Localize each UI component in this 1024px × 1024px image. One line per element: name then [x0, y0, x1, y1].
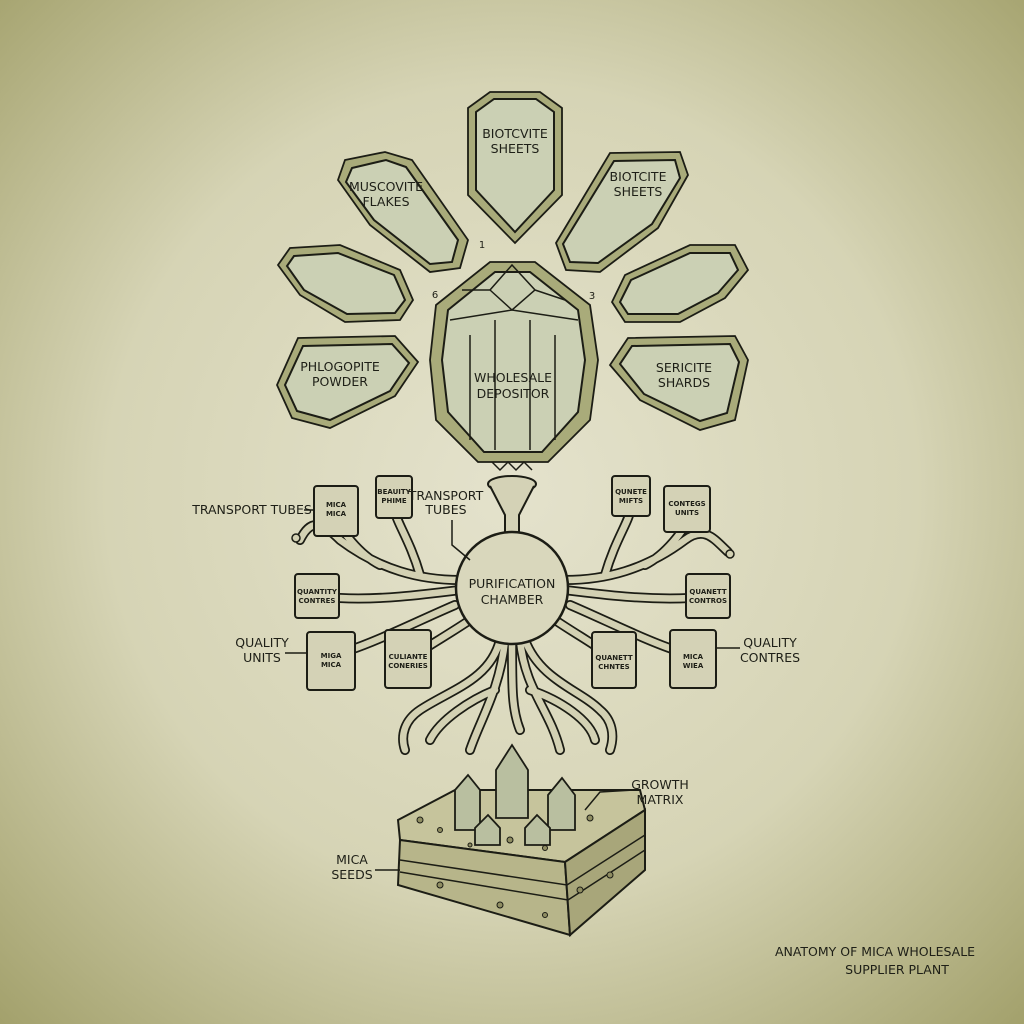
- bag-label: BEAUITY: [377, 488, 411, 496]
- bag-label: MICA: [326, 510, 347, 518]
- roots: [398, 635, 618, 755]
- bag-label: QUANETT: [595, 654, 632, 662]
- callout: MICA: [336, 852, 368, 867]
- bag-label: MIGA: [321, 652, 342, 660]
- label: PHLOGOPITE: [300, 359, 380, 374]
- label: POWDER: [312, 374, 368, 389]
- label: BIOTCVITE: [482, 126, 548, 141]
- callout: GROWTH: [631, 777, 689, 792]
- label: PURIFICATION: [469, 576, 556, 591]
- bag-label: QUNETE: [615, 488, 647, 496]
- bag-label: MICA: [326, 501, 347, 509]
- growth-matrix-soil: [396, 743, 647, 938]
- bag-label: WIEA: [683, 662, 704, 670]
- label: SERICITE: [656, 360, 712, 375]
- bag-label: CULIANTE: [389, 653, 428, 661]
- bag-label: MICA: [683, 653, 704, 661]
- label: MUSCOVITE: [349, 179, 423, 194]
- callout: MATRIX: [637, 792, 684, 807]
- callout-transport-tubes-left: TRANSPORT TUBES: [191, 502, 312, 517]
- label: FLAKES: [362, 194, 409, 209]
- number-label: 1: [479, 240, 485, 251]
- diagram-title-line2: SUPPLIER PLANT: [845, 962, 949, 977]
- bag-label: QUANETT: [689, 588, 726, 596]
- callout: TRANSPORT: [408, 488, 484, 503]
- label: WHOLESALE: [474, 370, 552, 385]
- bag-label: CONTEGS: [668, 500, 705, 508]
- bag-label: CONTROS: [689, 597, 727, 605]
- callout: CONTRES: [740, 650, 800, 665]
- crystal-blank-right: [610, 244, 750, 323]
- crystal-cluster: [454, 743, 576, 846]
- bag-label: CONERIES: [388, 662, 428, 670]
- number-label: 3: [589, 291, 595, 302]
- callout: SEEDS: [331, 867, 372, 882]
- label: BIOTCITE: [610, 169, 667, 184]
- bag-label: MIFTS: [619, 497, 643, 505]
- diagram-title-line1: ANATOMY OF MICA WHOLESALE: [775, 944, 975, 959]
- bag-label: CONTRES: [299, 597, 336, 605]
- bag-label: CHNTES: [598, 663, 629, 671]
- label: DEPOSITOR: [477, 386, 550, 401]
- bag-label: MICA: [321, 661, 342, 669]
- bag-label: UNITS: [675, 509, 699, 517]
- transport-tubes: [291, 505, 735, 665]
- callout: TUBES: [424, 502, 466, 517]
- callout: QUALITY: [235, 635, 289, 650]
- label: SHEETS: [491, 141, 540, 156]
- bag-label: QUANTITY: [297, 588, 338, 596]
- callout: UNITS: [243, 650, 281, 665]
- label: SHEETS: [614, 184, 663, 199]
- label: CHAMBER: [481, 592, 544, 607]
- callout: QUALITY: [743, 635, 797, 650]
- bag-label: PHIME: [381, 497, 407, 505]
- number-label: 6: [432, 290, 438, 301]
- label: SHARDS: [658, 375, 710, 390]
- crystal-blank-left: [276, 244, 415, 323]
